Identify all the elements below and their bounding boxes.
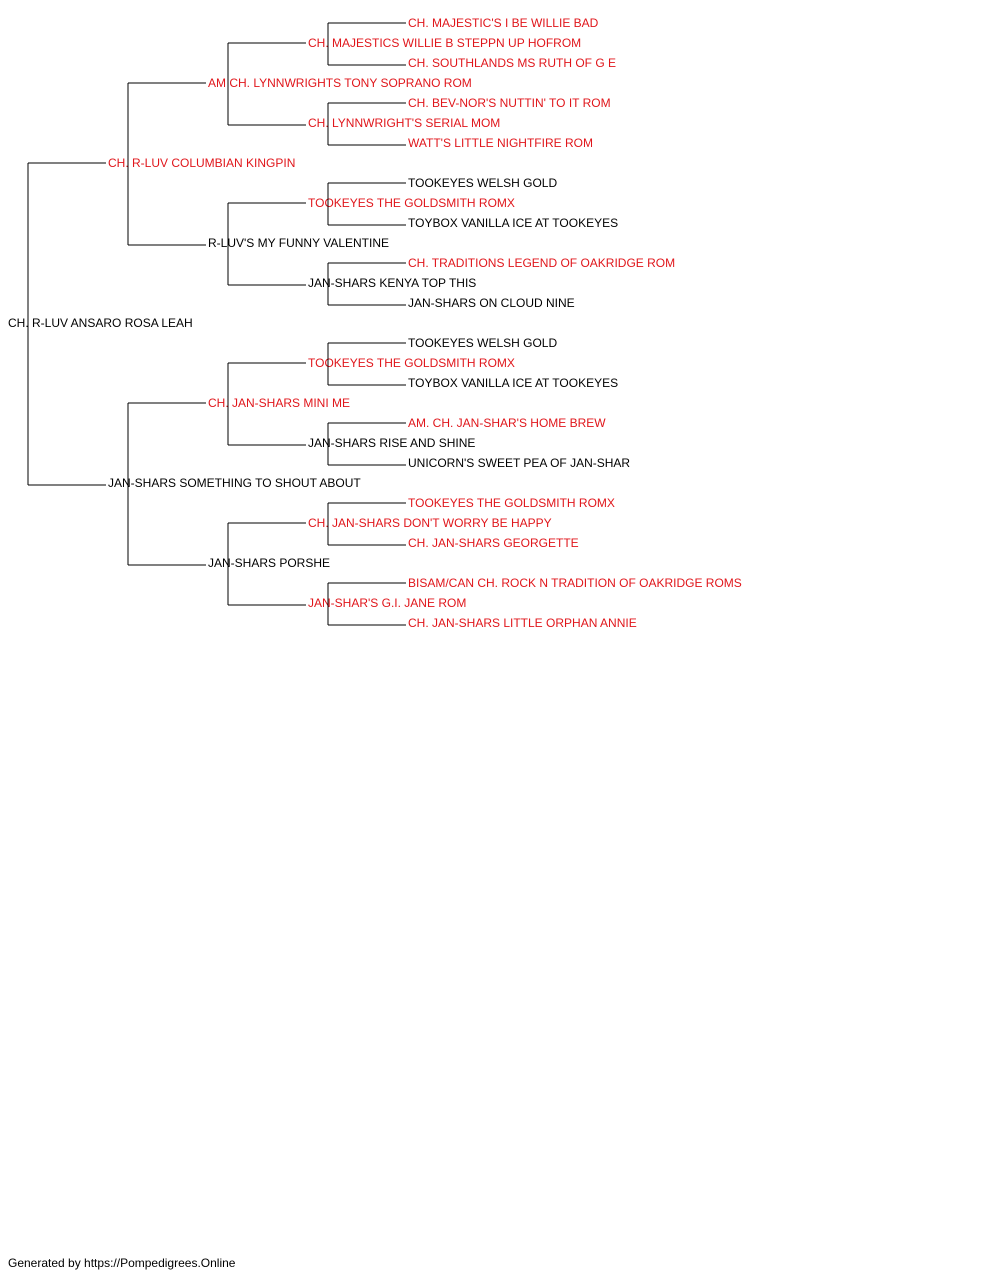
- dam-name-gen4: TOYBOX VANILLA ICE AT TOOKEYES: [408, 376, 618, 390]
- sire-name-gen4: TOOKEYES WELSH GOLD: [408, 336, 557, 350]
- sire-name-gen4: AM. CH. JAN-SHAR'S HOME BREW: [408, 416, 606, 430]
- sire-name-gen4: TOOKEYES WELSH GOLD: [408, 176, 557, 190]
- sire-name-gen3: TOOKEYES THE GOLDSMITH ROMX: [308, 196, 515, 210]
- dam-name-gen2: R-LUV'S MY FUNNY VALENTINE: [208, 236, 389, 250]
- sire-name-gen1: CH. R-LUV COLUMBIAN KINGPIN: [108, 156, 295, 170]
- dam-name-gen4: CH. JAN-SHARS GEORGETTE: [408, 536, 579, 550]
- subject-dog-name: CH. R-LUV ANSARO ROSA LEAH: [8, 316, 193, 330]
- sire-name-gen4: BISAM/CAN CH. ROCK N TRADITION OF OAKRID…: [408, 576, 742, 590]
- dam-name-gen3: CH. LYNNWRIGHT'S SERIAL MOM: [308, 116, 500, 130]
- dam-name-gen4: TOYBOX VANILLA ICE AT TOOKEYES: [408, 216, 618, 230]
- dam-name-gen4: CH. SOUTHLANDS MS RUTH OF G E: [408, 56, 616, 70]
- dam-name-gen3: JAN-SHAR'S G.I. JANE ROM: [308, 596, 466, 610]
- sire-name-gen4: TOOKEYES THE GOLDSMITH ROMX: [408, 496, 615, 510]
- sire-name-gen2: AM CH. LYNNWRIGHTS TONY SOPRANO ROM: [208, 76, 472, 90]
- sire-name-gen3: TOOKEYES THE GOLDSMITH ROMX: [308, 356, 515, 370]
- dam-name-gen4: JAN-SHARS ON CLOUD NINE: [408, 296, 575, 310]
- dam-name-gen3: JAN-SHARS KENYA TOP THIS: [308, 276, 476, 290]
- dam-name-gen3: JAN-SHARS RISE AND SHINE: [308, 436, 475, 450]
- dam-name-gen4: UNICORN'S SWEET PEA OF JAN-SHAR: [408, 456, 630, 470]
- generated-by-footer: Generated by https://Pompedigrees.Online: [8, 1256, 236, 1270]
- sire-name-gen2: CH. JAN-SHARS MINI ME: [208, 396, 350, 410]
- dam-name-gen1: JAN-SHARS SOMETHING TO SHOUT ABOUT: [108, 476, 361, 490]
- sire-name-gen3: CH. JAN-SHARS DON'T WORRY BE HAPPY: [308, 516, 552, 530]
- sire-name-gen4: CH. TRADITIONS LEGEND OF OAKRIDGE ROM: [408, 256, 675, 270]
- dam-name-gen2: JAN-SHARS PORSHE: [208, 556, 330, 570]
- sire-name-gen4: CH. BEV-NOR'S NUTTIN' TO IT ROM: [408, 96, 611, 110]
- dam-name-gen4: WATT'S LITTLE NIGHTFIRE ROM: [408, 136, 593, 150]
- sire-name-gen4: CH. MAJESTIC'S I BE WILLIE BAD: [408, 16, 599, 30]
- dam-name-gen4: CH. JAN-SHARS LITTLE ORPHAN ANNIE: [408, 616, 637, 630]
- sire-name-gen3: CH. MAJESTICS WILLIE B STEPPN UP HOFROM: [308, 36, 581, 50]
